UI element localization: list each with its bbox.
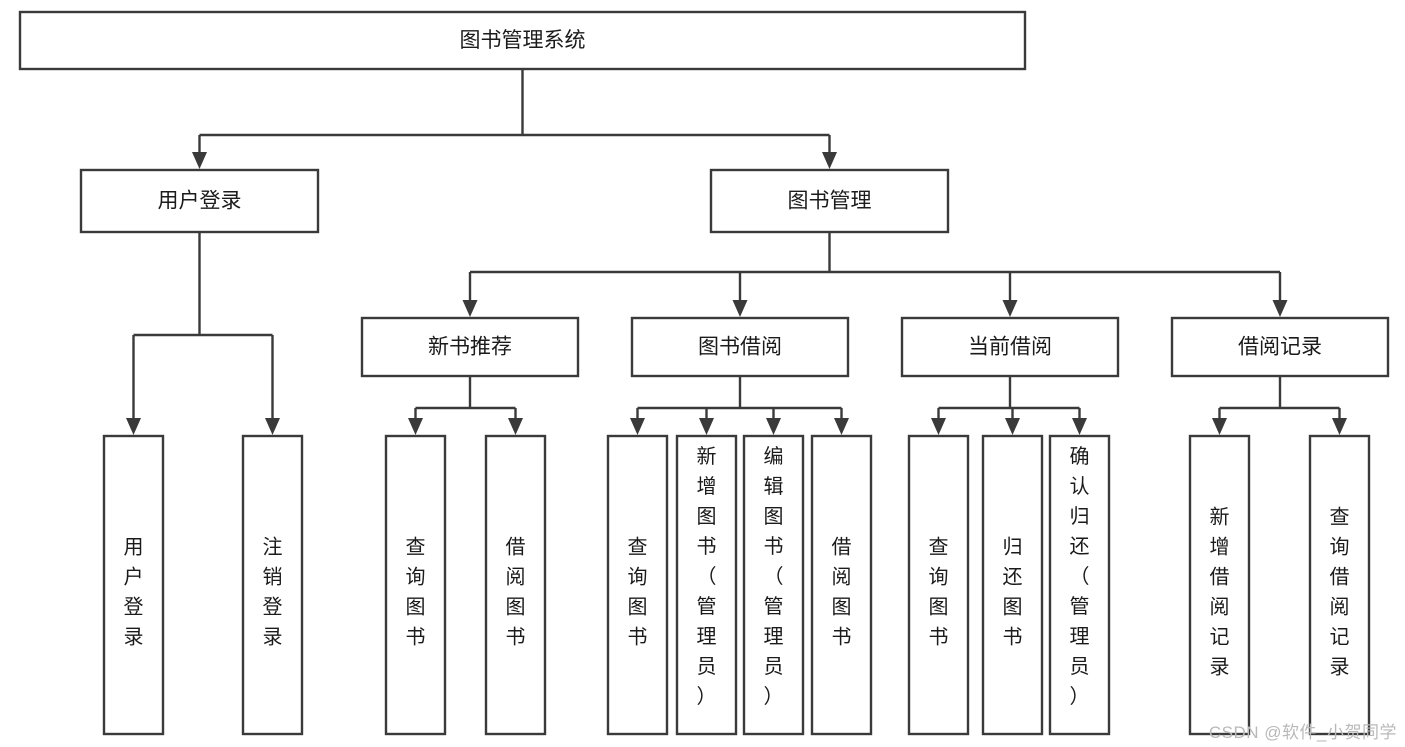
node-label: 借阅图书 [832,536,852,649]
node-label: 借阅图书 [506,536,526,649]
node-root[interactable]: 图书管理系统 [18,10,1027,71]
node-label: 用户登录 [158,190,242,213]
arrow-head-icon [732,300,748,317]
node-box [484,434,547,736]
arrow-head-icon [931,418,946,435]
node-label: 借阅记录 [1238,336,1322,359]
connector-layer [126,69,1347,435]
arrow-head-icon [1272,300,1288,317]
node-box [742,434,805,736]
node-user-login[interactable]: 用户登录 [79,168,320,234]
node-borrow-record[interactable]: 借阅记录 [1170,316,1390,378]
arrow-head-icon [834,418,849,435]
connector-group-user-login [126,232,280,435]
arrow-head-icon [1005,418,1020,435]
arrow-head-icon [508,418,523,435]
node-box [1170,316,1390,378]
node-box [1308,434,1371,736]
node-box [241,434,304,736]
arrow-head-icon [408,418,423,435]
node-label: 新增图书（管理员） [697,445,717,708]
node-leaf-add-record[interactable]: 新增借阅记录 [1188,434,1251,736]
node-box [360,316,580,378]
node-layer: 图书管理系统用户登录图书管理新书推荐图书借阅当前借阅借阅记录用户登录注销登录查询… [18,10,1390,736]
node-box [630,316,850,378]
node-label: 当前借阅 [968,336,1052,359]
connector-group-current-borrow [931,376,1087,435]
connector-group-book-borrow [630,376,849,435]
node-leaf-edit-book[interactable]: 编辑图书（管理员） [742,434,805,736]
node-box [384,434,447,736]
node-box [18,10,1027,71]
node-leaf-query-book-rec[interactable]: 查询图书 [384,434,447,736]
node-leaf-add-book[interactable]: 新增图书（管理员） [675,434,738,736]
arrow-head-icon [265,418,280,435]
node-label: 查询图书 [929,536,949,649]
connector-group-book-manage [462,232,1288,317]
node-leaf-query-record[interactable]: 查询借阅记录 [1308,434,1371,736]
node-label: 新增借阅记录 [1210,506,1230,679]
arrow-head-icon [699,418,714,435]
csdn-watermark: CSDN @软件_小贺同学 [1208,723,1397,742]
node-label: 图书管理系统 [460,29,586,52]
node-label: 查询借阅记录 [1330,506,1350,679]
node-label: 查询图书 [628,536,648,649]
node-label: 图书管理 [788,190,872,213]
node-label: 确认归还（管理员） [1070,445,1090,708]
node-leaf-query-book-current[interactable]: 查询图书 [907,434,970,736]
node-leaf-borrow-book-rec[interactable]: 借阅图书 [484,434,547,736]
node-book-manage[interactable]: 图书管理 [709,168,950,234]
node-box [102,434,165,736]
node-label: 归还图书 [1003,536,1023,649]
arrow-head-icon [1072,418,1087,435]
node-box [1188,434,1251,736]
connector-group-root [192,69,837,169]
node-box [1048,434,1111,736]
connector-group-new-book-rec [408,376,523,435]
node-leaf-confirm-return[interactable]: 确认归还（管理员） [1048,434,1111,736]
node-book-borrow[interactable]: 图书借阅 [630,316,850,378]
arrow-head-icon [766,418,781,435]
arrow-head-icon [462,300,478,317]
node-leaf-user-login[interactable]: 用户登录 [102,434,165,736]
node-box [810,434,873,736]
node-leaf-query-book-borrow[interactable]: 查询图书 [606,434,669,736]
node-label: 查询图书 [406,536,426,649]
node-leaf-return-book[interactable]: 归还图书 [981,434,1044,736]
arrow-head-icon [630,418,645,435]
node-label: 新书推荐 [428,336,512,359]
node-box [709,168,950,234]
node-leaf-logout[interactable]: 注销登录 [241,434,304,736]
node-box [900,316,1120,378]
node-leaf-borrow-book[interactable]: 借阅图书 [810,434,873,736]
arrow-head-icon [126,418,141,435]
node-label: 图书借阅 [698,336,782,359]
arrow-head-icon [1212,418,1227,435]
arrow-head-icon [1332,418,1347,435]
node-box [981,434,1044,736]
arrow-head-icon [1002,300,1018,317]
arrow-head-icon [822,152,837,169]
arrow-head-icon [192,152,207,169]
node-box [79,168,320,234]
node-new-book-rec[interactable]: 新书推荐 [360,316,580,378]
node-label: 注销登录 [263,536,283,649]
node-box [907,434,970,736]
node-box [606,434,669,736]
connector-group-borrow-record [1212,376,1347,435]
node-label: 用户登录 [124,537,144,649]
node-label: 编辑图书（管理员） [764,445,784,708]
node-current-borrow[interactable]: 当前借阅 [900,316,1120,378]
node-box [675,434,738,736]
